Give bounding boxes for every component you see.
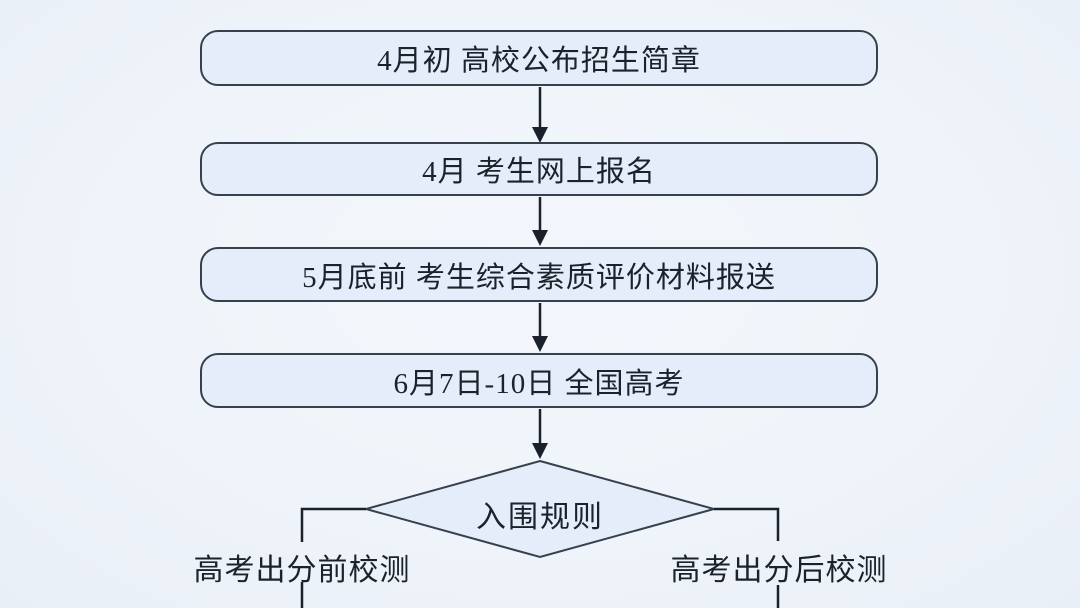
decision-label: 入围规则 (476, 501, 604, 534)
flow-step-announcement: 4月初 高校公布招生简章 (200, 30, 878, 86)
arrow-down-icon (532, 197, 548, 246)
flow-step-gaokao: 6月7日-10日 全国高考 (200, 353, 878, 408)
arrow-down-icon (532, 87, 548, 143)
flow-step-registration: 4月 考生网上报名 (200, 142, 878, 196)
decision-diamond (362, 459, 718, 559)
arrow-down-icon (532, 409, 548, 459)
arrow-down-icon (532, 303, 548, 352)
branch-connector-left (300, 507, 366, 608)
flow-step-materials: 5月底前 考生综合素质评价材料报送 (200, 247, 878, 302)
branch-label-left: 高考出分前校测 (193, 554, 411, 587)
branch-connector-right (714, 507, 780, 608)
branch-label-right: 高考出分后校测 (670, 554, 888, 587)
